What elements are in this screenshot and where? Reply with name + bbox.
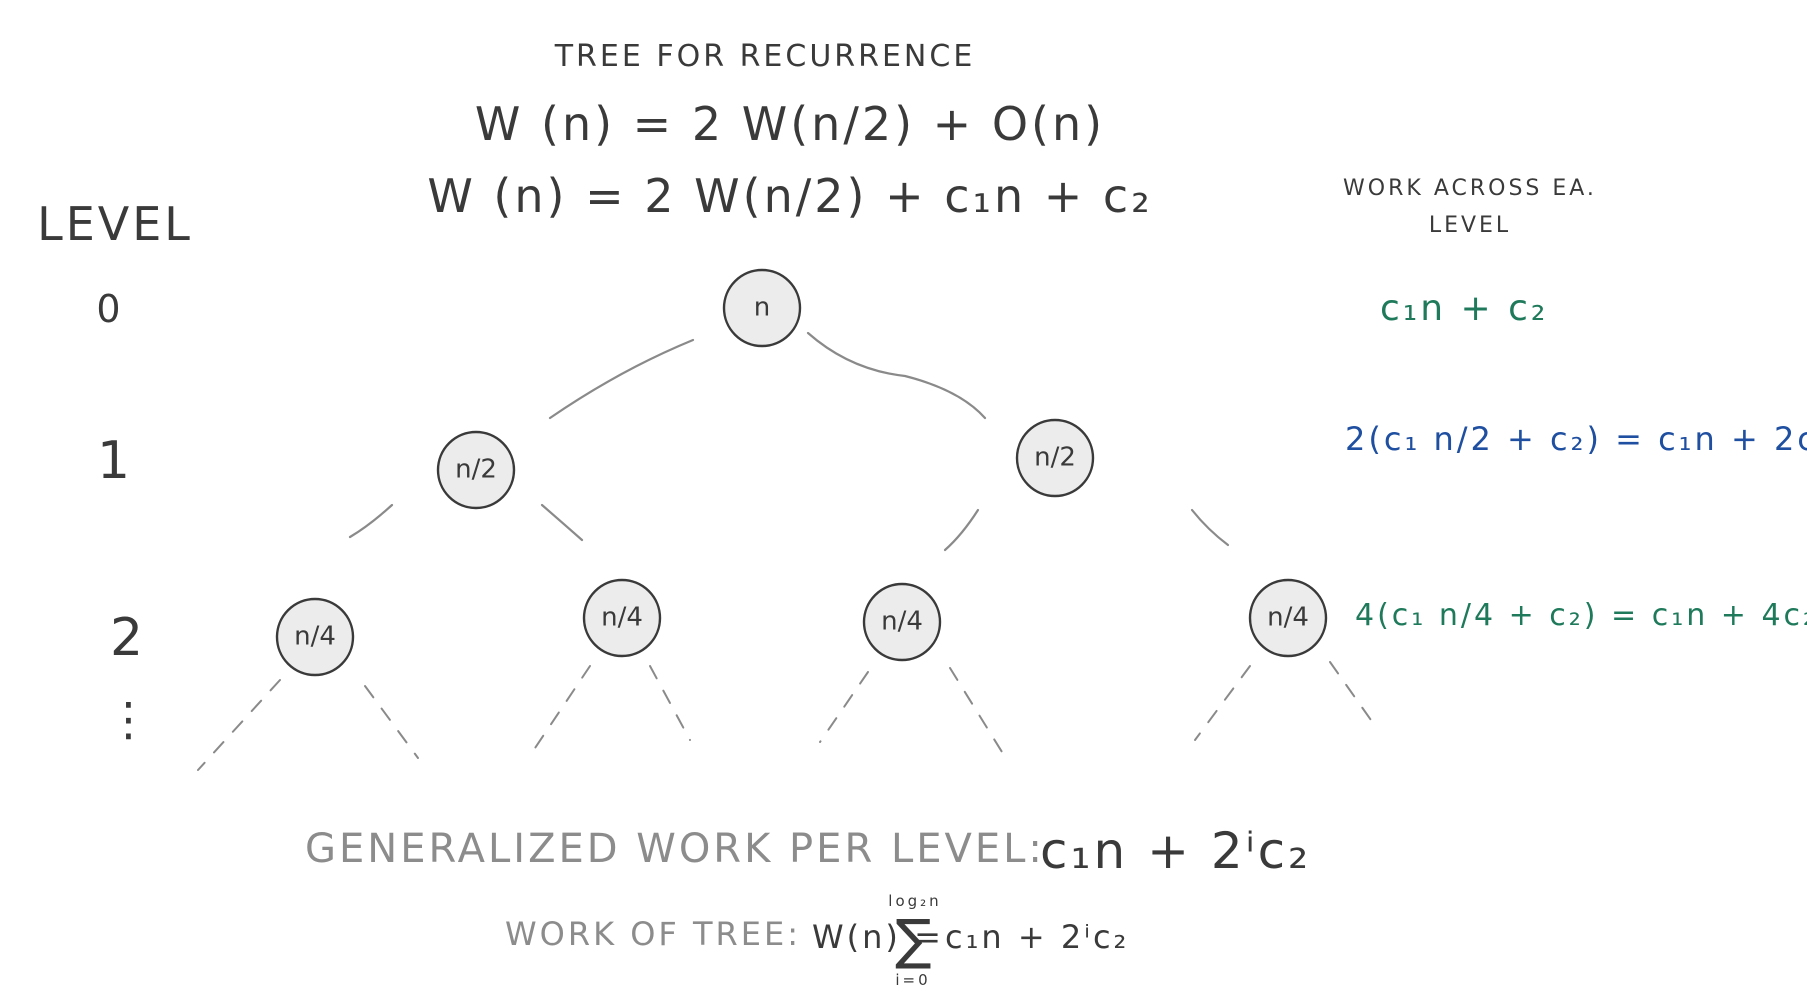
recurrence-big-o: W (n) = 2 W(n/2) + O(n) [475,97,1105,151]
level-0: 0 [96,287,123,331]
node-l2-a: n/4 [275,597,355,677]
node-l1-left-label: n/2 [455,455,497,485]
node-l2-d-label: n/4 [1267,603,1309,633]
node-l2-c-label: n/4 [881,607,923,637]
work-level-2: 4(c₁ n/4 + c₂) = c₁n + 4c₂ [1355,598,1807,633]
node-l1-right: n/2 [1015,418,1095,498]
work-level-0: c₁n + c₂ [1380,288,1548,329]
edge-left-b [540,503,584,542]
node-l1-right-label: n/2 [1034,443,1076,473]
tree-work-term: c₁n + 2ⁱc₂ [945,918,1129,956]
work-header-line1: WORK ACROSS EA. [1343,176,1597,201]
node-l2-d: n/4 [1248,578,1328,658]
generalized-label: GENERALIZED WORK PER LEVEL: [305,826,1045,872]
summation-symbol: ∑ [895,908,934,971]
node-l1-left: n/2 [436,430,516,510]
generalized-formula: c₁n + 2ⁱc₂ [1040,822,1311,880]
dash-b-left [534,665,591,749]
node-l2-b: n/4 [582,578,662,658]
edge-right-c [943,508,980,552]
node-root-label: n [754,293,770,323]
level-2: 2 [110,608,146,668]
node-l2-b-label: n/4 [601,603,643,633]
edge-root-right [806,331,987,420]
dash-c-right [949,667,1003,753]
node-l2-a-label: n/4 [294,622,336,652]
level-ellipsis: ⋮ [106,692,155,746]
level-header: LEVEL [37,197,193,251]
sum-lower-bound: i=0 [895,971,930,989]
edge-root-left [548,338,695,420]
dash-a-left [197,679,281,771]
dash-d-left [1194,665,1251,741]
dash-b-right [649,665,691,741]
dash-d-right [1329,661,1379,731]
work-level-1: 2(c₁ n/2 + c₂) = c₁n + 2c₂ [1345,420,1807,458]
node-root: n [722,268,802,348]
tree-work-label: WORK OF TREE: [505,915,801,953]
dash-a-right [364,685,419,759]
work-header-line2: LEVEL [1429,213,1511,238]
edge-right-d [1190,508,1230,547]
tree-work-lhs: W(n) = [812,918,944,956]
recurrence-constants: W (n) = 2 W(n/2) + c₁n + c₂ [427,169,1152,223]
sum-upper-bound: log₂n [888,892,941,910]
node-l2-c: n/4 [862,582,942,662]
edge-left-a [348,503,394,539]
level-1: 1 [97,431,133,491]
dash-c-left [819,671,869,743]
diagram-title: TREE FOR RECURRENCE [554,39,976,74]
